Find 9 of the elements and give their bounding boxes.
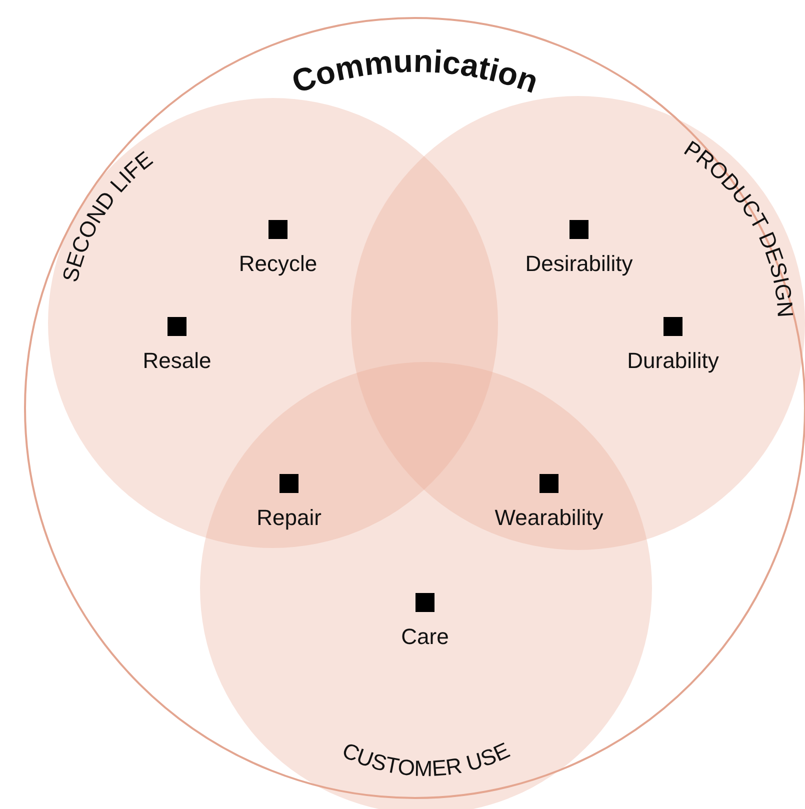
diagram-heading: Communication	[287, 42, 543, 100]
item-label: Recycle	[238, 251, 318, 277]
item-label: Durability	[627, 348, 719, 374]
item-label: Wearability	[494, 505, 604, 531]
item-label: Desirability	[525, 251, 633, 277]
item-label: Care	[401, 624, 449, 650]
item-label: Repair	[256, 505, 322, 531]
item-label: Resale	[142, 348, 212, 374]
circle-label: CUSTOMER USE	[338, 738, 514, 782]
